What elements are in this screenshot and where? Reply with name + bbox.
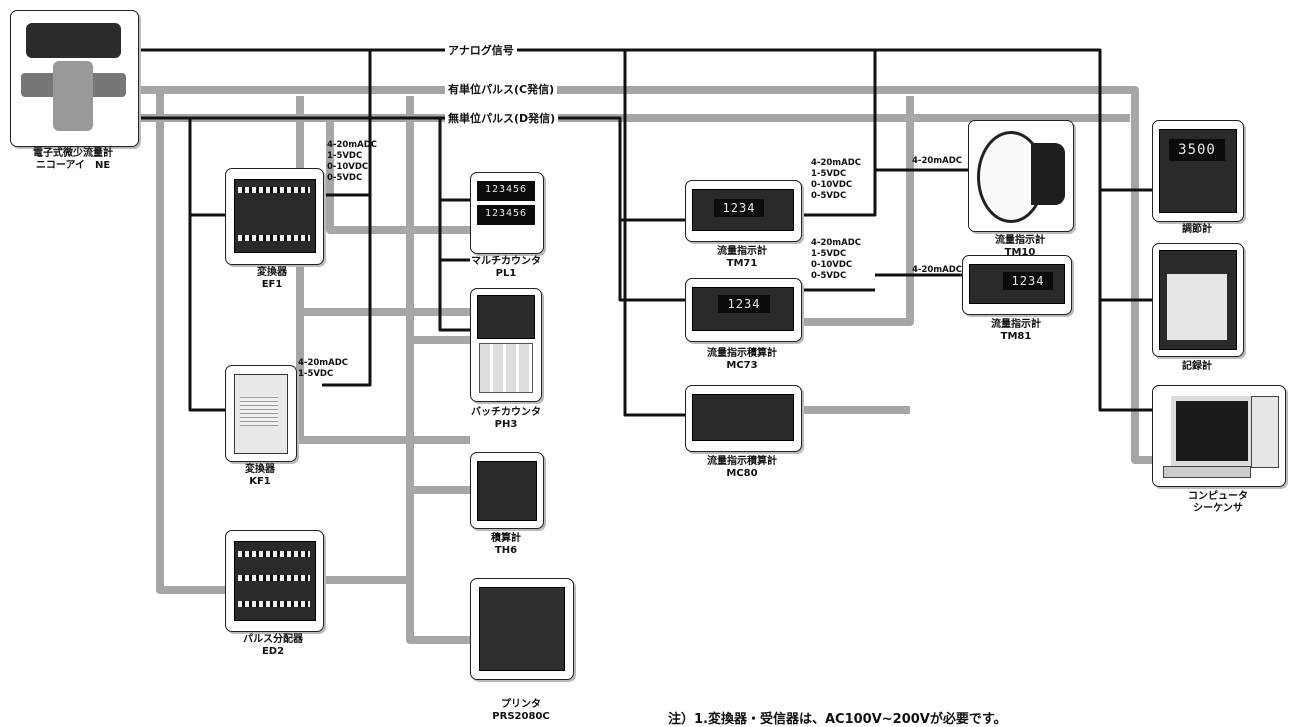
device-tm10 [968,120,1074,232]
caption-tm71-line1: 流量指示計 [717,246,767,257]
ef1-terminals-icon [238,187,310,193]
device-pl1: 123456 123456 [470,172,544,254]
mc80-front-panel [692,394,794,441]
caption-kf1-line1: 変換器 [245,464,275,475]
output-spec-mc73: 4-20mADC 1-5VDC 0-10VDC 0-5VDC [811,238,861,281]
caption-th6-line1: 積算計 [491,533,521,544]
output-spec-tm81: 4-20mADC [912,265,962,275]
tm81-display: 1234 [1003,272,1053,290]
caption-ef1-line2: EF1 [261,279,283,290]
signal-label-analog: アナログ信号 [445,42,517,58]
signal-label-c-pulse: 有単位パルス(C発信) [445,81,558,97]
caption-ph3-line2: PH3 [494,419,518,430]
pl1-display: 123456 [477,181,535,201]
device-computer [1152,385,1286,487]
ef1-terminals-bottom-icon [238,235,310,241]
kf1-label-icon [240,396,278,426]
caption-ph3-line1: バッチカウンタ [471,407,541,418]
caption-computer-line1: コンピュータ [1188,491,1248,502]
pl1-display-2: 123456 [477,205,535,225]
caption-tm71-line2: TM71 [726,258,758,269]
caption-kf1-line2: KF1 [249,476,271,487]
caption-pl1-line2: PL1 [495,268,517,279]
flowmeter-flange-icon [53,61,93,131]
caption-th6-line2: TH6 [494,545,518,556]
caption-mc73-line1: 流量指示積算計 [707,348,777,359]
caption-ne-line2: ニコーアイ NE [35,160,111,171]
caption-recorder-line1: 記録計 [1182,361,1212,372]
caption-mc80-line1: 流量指示積算計 [707,456,777,467]
caption-pl1-line1: マルチカウンタ [471,256,541,267]
signal-label-d-pulse: 無単位パルス(D発信) [445,110,559,126]
output-spec-kf1: 4-20mADC 1-5VDC [298,358,348,379]
device-prs2080c [470,578,574,680]
keyboard-icon [1163,466,1251,478]
recorder-chart-icon [1167,274,1227,340]
device-ed2 [225,530,324,632]
controller-display: 3500 [1169,139,1225,161]
device-tm81: 1234 [962,255,1072,315]
output-spec-tm71: 4-20mADC 1-5VDC 0-10VDC 0-5VDC [811,158,861,201]
device-mc73: 1234 [685,278,802,342]
ph3-display-panel [477,295,535,339]
caption-mc80-line2: MC80 [726,468,758,479]
caption-ne-line1: 電子式微少流量計 [33,148,113,159]
output-spec-ef1: 4-20mADC 1-5VDC 0-10VDC 0-5VDC [327,140,377,183]
caption-tm10-line1: 流量指示計 [995,235,1045,246]
ph3-keypad-icon [479,343,533,393]
caption-controller: 調節計 [1182,224,1212,236]
device-recorder [1152,243,1244,357]
monitor-icon [1171,396,1253,466]
ed2-terminals-icon [238,551,310,557]
signal-lines [140,48,1152,417]
tm71-display: 1234 [714,199,764,217]
output-spec-tm10: 4-20mADC [912,156,962,166]
caption-computer: コンピュータシーケンサ [1188,491,1248,515]
caption-ed2-line2: ED2 [261,646,285,657]
th6-front-panel [477,461,537,521]
printer-body-icon [479,587,565,671]
pc-tower-icon [1251,396,1279,468]
device-kf1 [225,365,297,462]
device-mc80 [685,385,802,452]
caption-mc73-line2: MC73 [726,360,758,371]
flowmeter-body-icon [26,23,121,58]
device-controller: 3500 [1152,120,1244,222]
device-ef1 [225,168,324,265]
footnote: 注）1.変換器・受信器は、AC100V~200Vが必要です。 [668,712,1007,727]
device-ne-flowmeter [10,10,139,147]
caption-ne: 電子式微少流量計ニコーアイ NE [33,148,113,172]
caption-ef1-line1: 変換器 [257,267,287,278]
device-ph3 [470,288,542,402]
mc73-display: 1234 [718,295,770,313]
caption-ed2-line1: パルス分配器 [243,634,303,645]
caption-computer-line2: シーケンサ [1193,503,1243,514]
ed2-terminals-bottom-icon [238,601,310,607]
caption-tm10-line2: TM10 [1004,247,1036,258]
gauge-housing-icon [1031,143,1065,205]
caption-tm81-line1: 流量指示計 [991,319,1041,330]
caption-prs-line2: PRS2080C [492,711,550,722]
device-tm71: 1234 [685,180,802,242]
ed2-terminals-mid-icon [238,575,310,581]
caption-prs-line1: プリンタ [501,699,541,710]
device-th6 [470,452,544,529]
caption-recorder: 記録計 [1182,361,1212,373]
caption-tm81-line2: TM81 [1000,331,1032,342]
caption-controller-line1: 調節計 [1182,224,1212,235]
